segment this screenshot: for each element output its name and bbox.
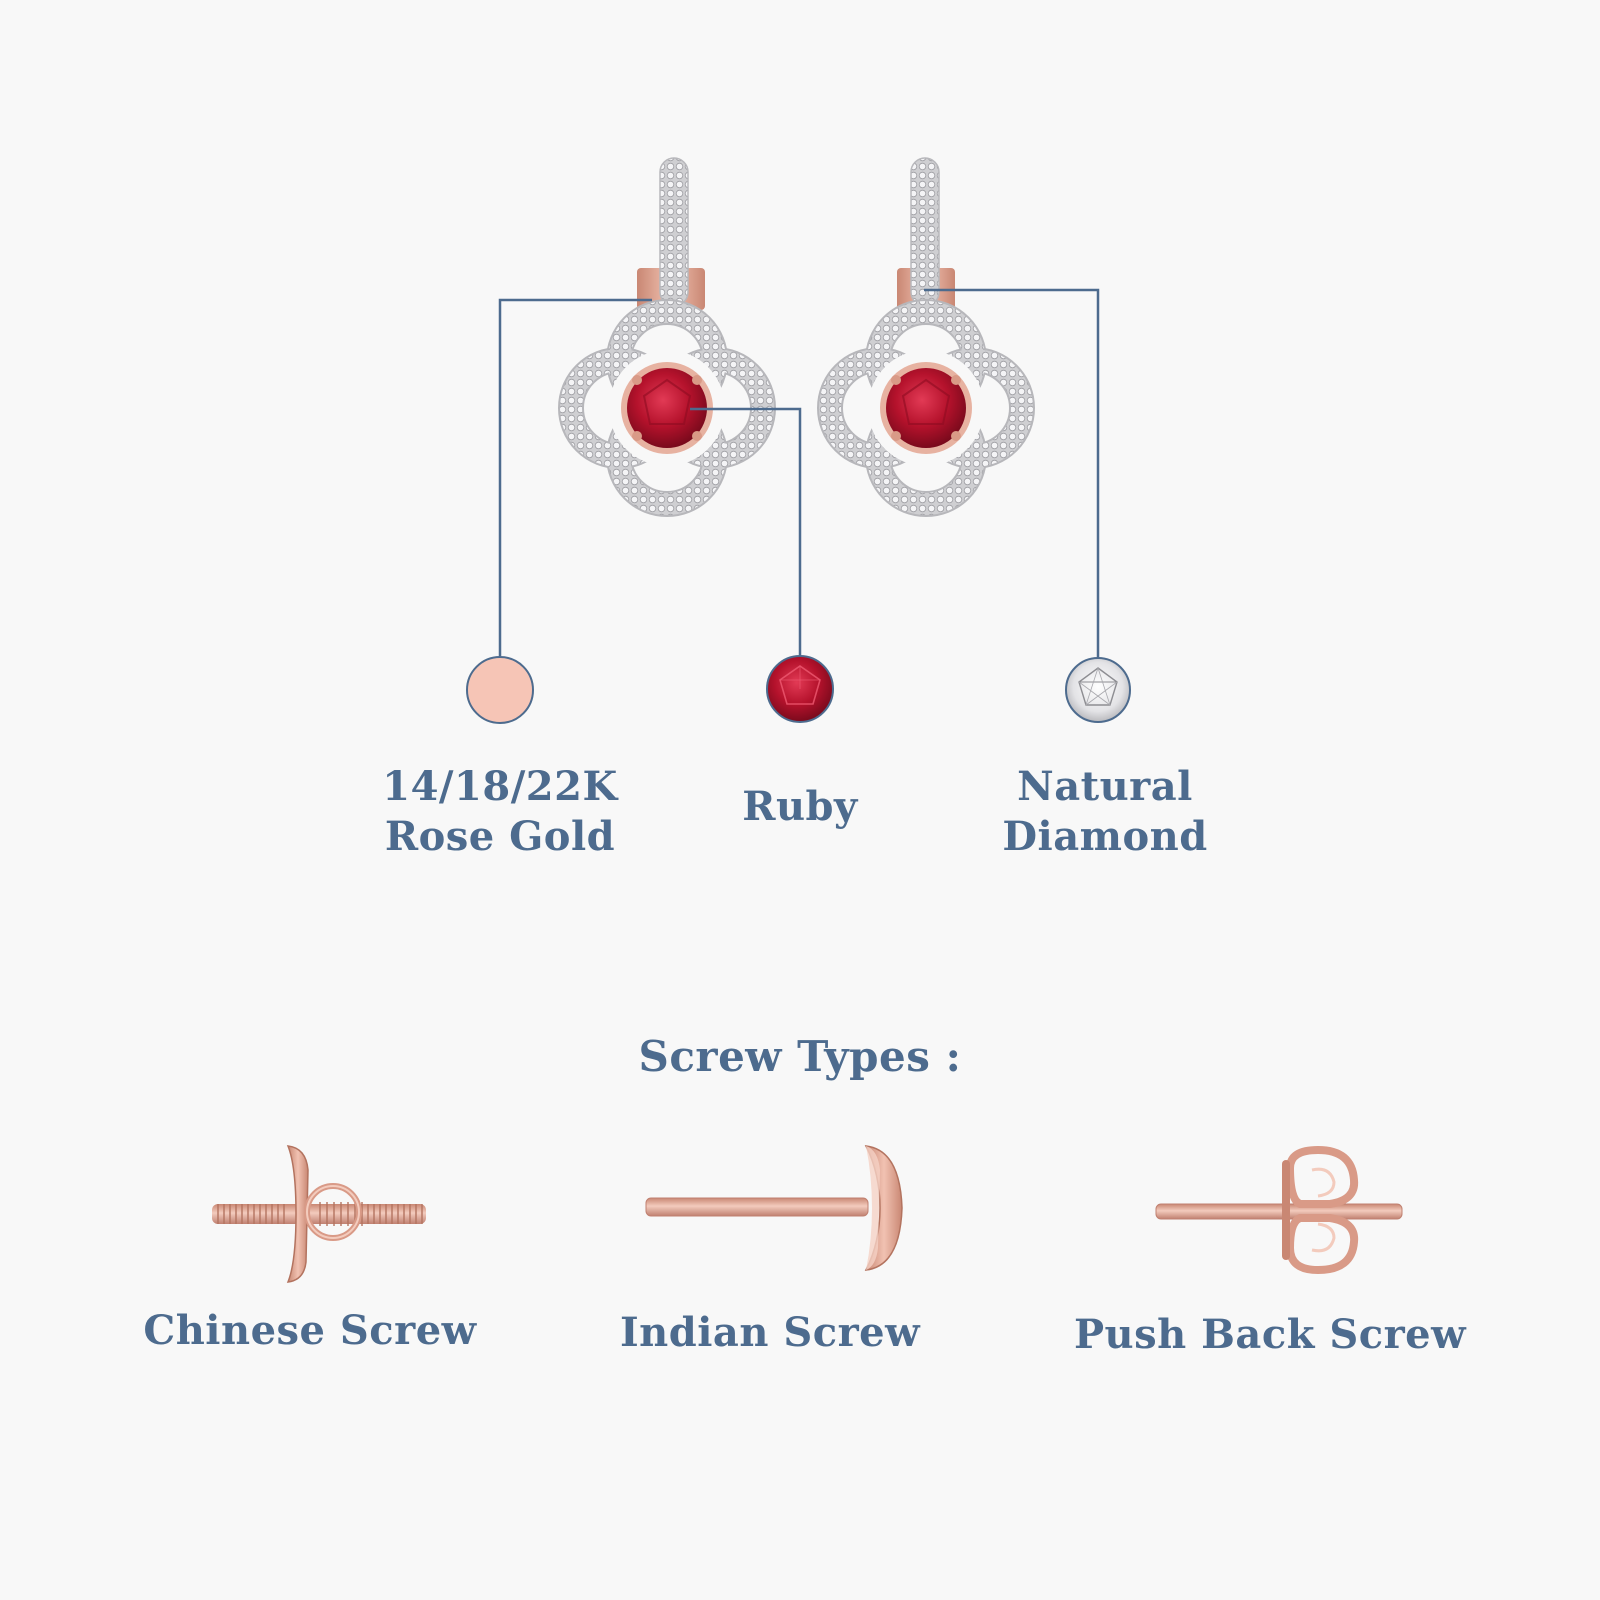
ruby-connector-line (690, 407, 802, 655)
rose-gold-label-line-2: Rose Gold (384, 813, 616, 860)
left-earring-ruby (627, 368, 707, 448)
rose-gold-label-line-1: 14/18/22K (382, 763, 618, 810)
rose-gold-connector-line (498, 298, 652, 656)
left-earring-pave-bar (659, 157, 689, 307)
rose-gold-swatch-icon (466, 656, 534, 724)
ruby-label: Ruby (700, 782, 900, 832)
indian-screw-icon (645, 1145, 903, 1271)
chinese-screw-icon (212, 1145, 426, 1283)
right-earring-pave-bar (910, 157, 940, 307)
right-earring-ruby (886, 368, 966, 448)
left-earring (558, 157, 776, 517)
ruby-label-line-1: Ruby (742, 783, 858, 830)
natural-diamond-label-line-2: Diamond (1002, 813, 1208, 860)
screw-types-title: Screw Types : (638, 1032, 962, 1081)
indian-screw-label: Indian Screw (619, 1309, 921, 1356)
rose-gold-label: 14/18/22K Rose Gold (360, 762, 640, 862)
chinese-screw-label: Chinese Screw (143, 1307, 477, 1354)
ruby-gem-icon (766, 655, 834, 723)
diamond-gem-icon (1065, 657, 1131, 723)
natural-diamond-label-line-1: Natural (1017, 763, 1193, 810)
diamond-connector-line (924, 288, 1100, 657)
push-back-screw-label: Push Back Screw (1073, 1311, 1467, 1358)
natural-diamond-label: Natural Diamond (975, 762, 1235, 862)
right-earring (817, 157, 1035, 517)
push-back-screw-icon (1155, 1145, 1403, 1275)
